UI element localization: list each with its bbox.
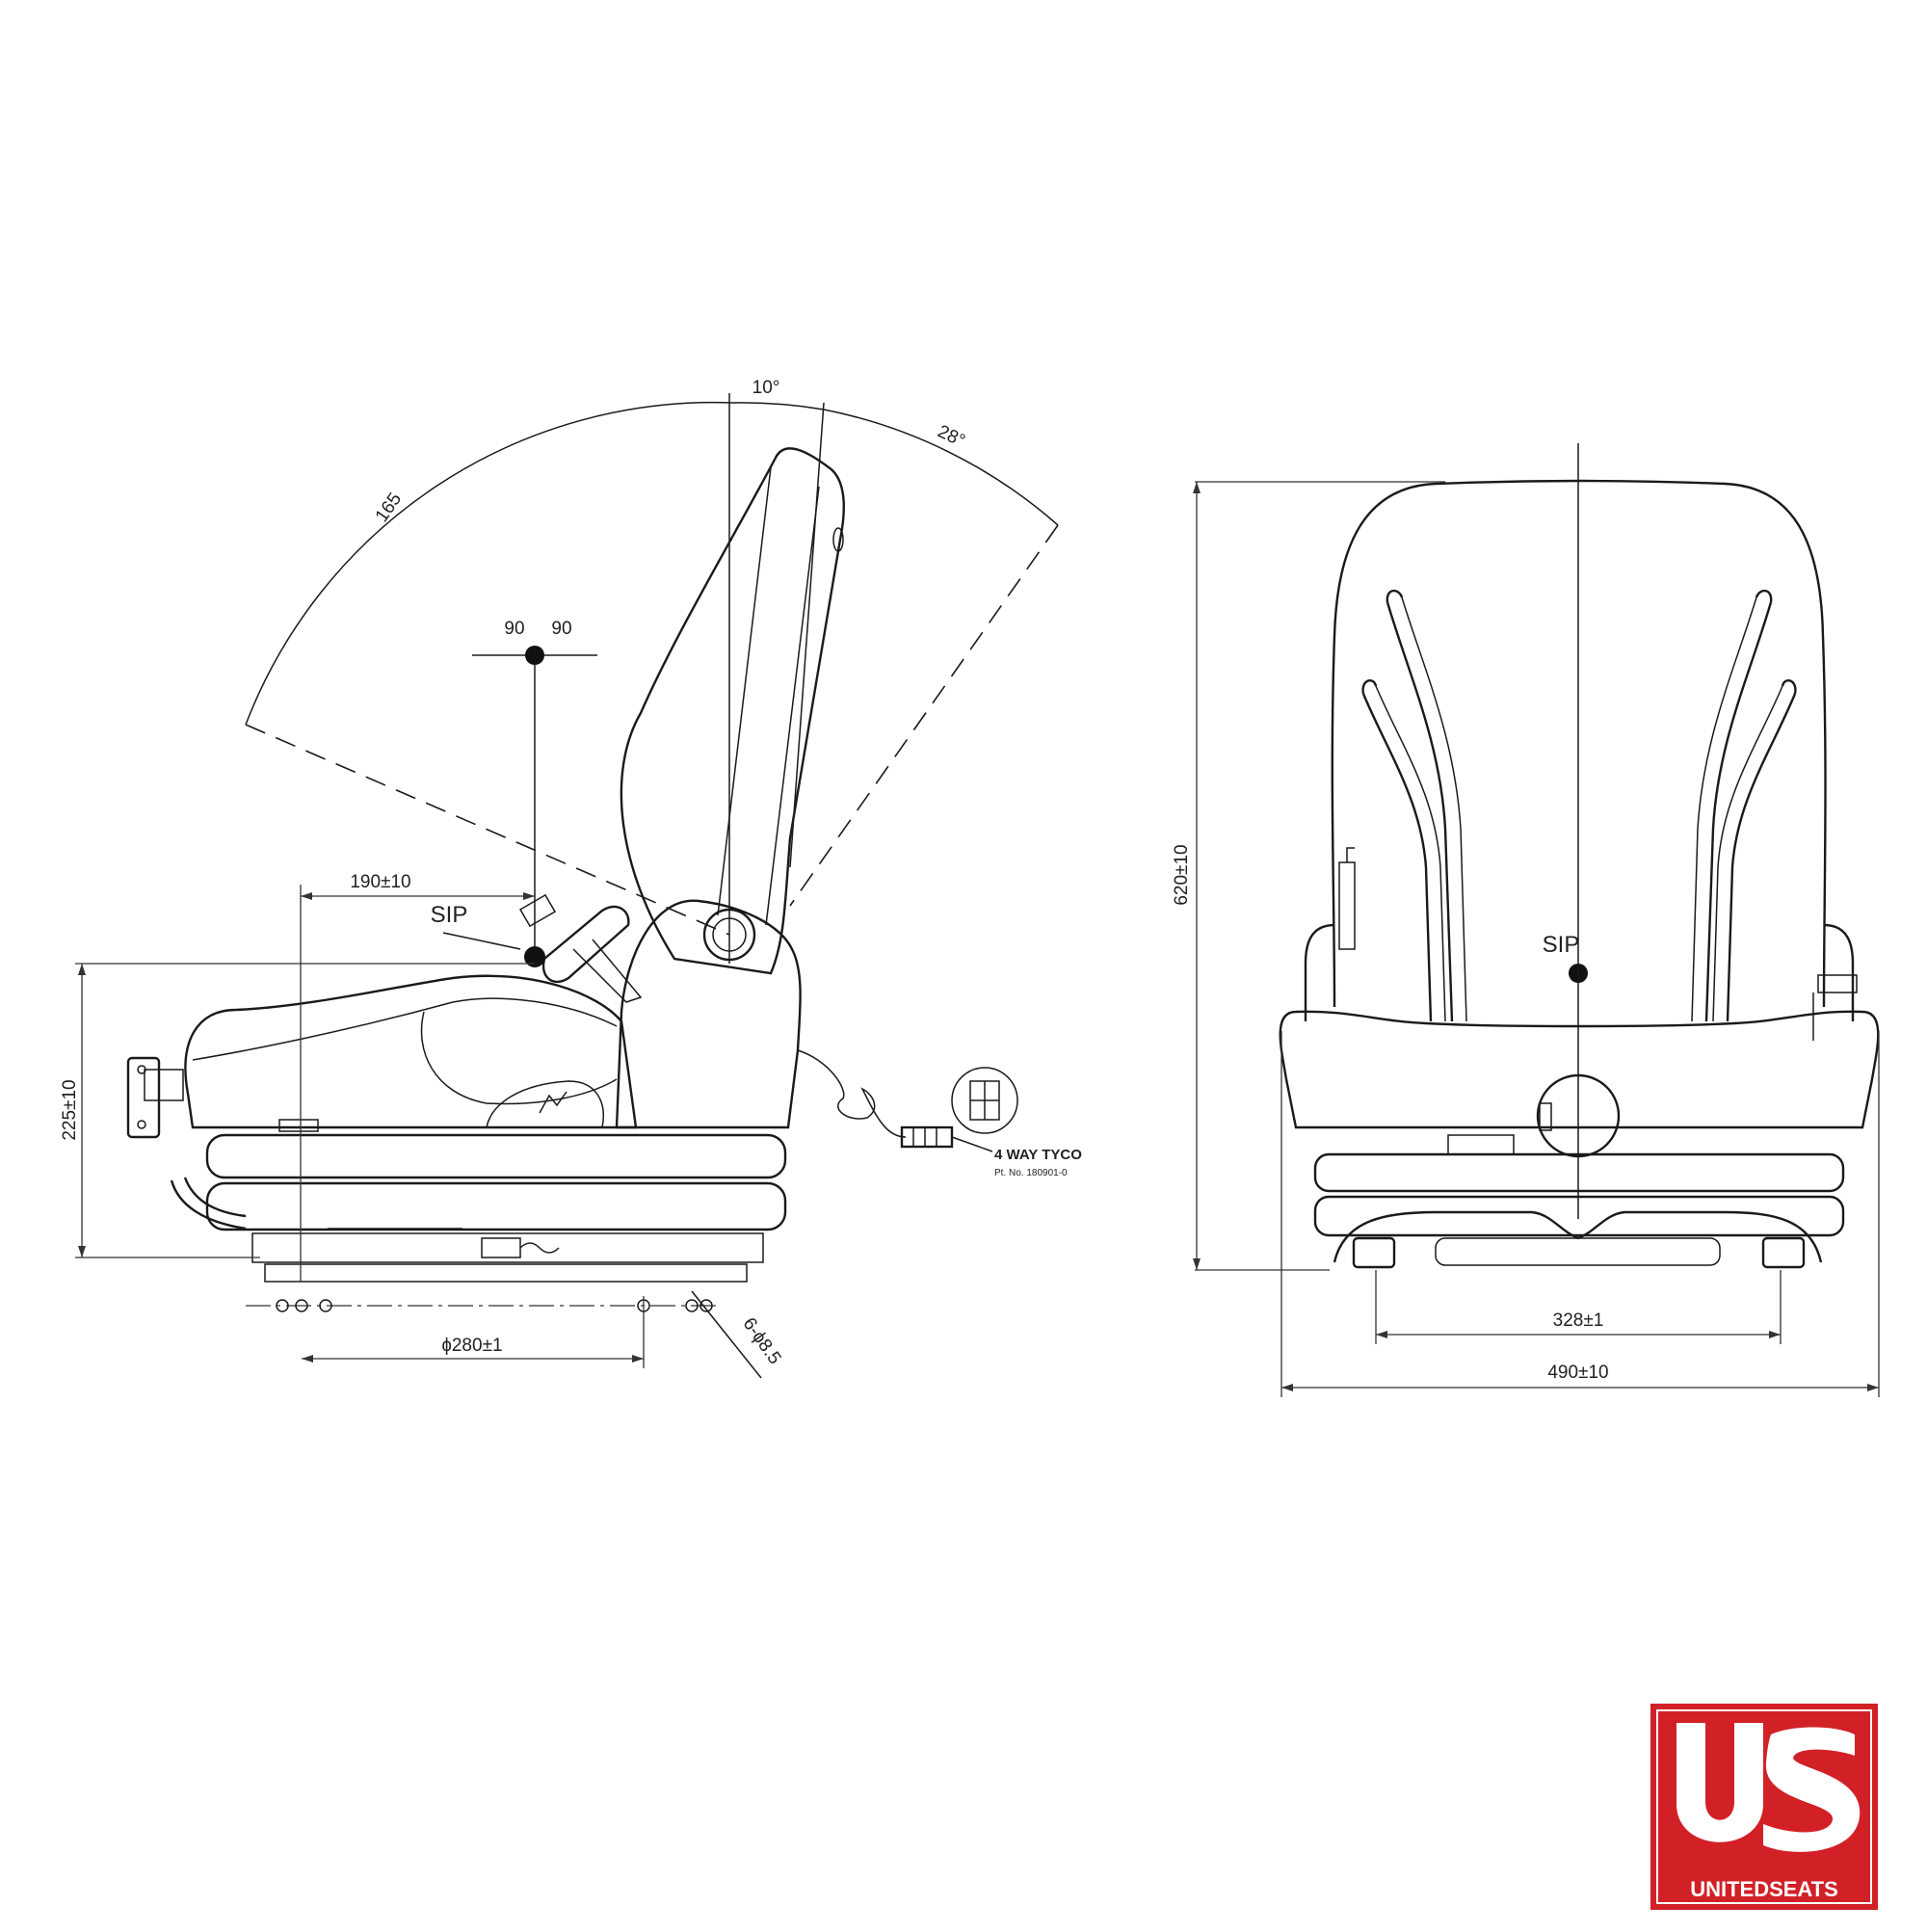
angle-165-label: 165 [372, 490, 406, 526]
front-width-label: 490±10 [1547, 1363, 1608, 1383]
wire-harness: 4 WAY TYCO Pt. No. 180901-0 [797, 1049, 1082, 1178]
height-label: 225±10 [60, 1079, 80, 1140]
sip-left-label: 90 [504, 619, 524, 639]
seat-offset-label: 190±10 [350, 872, 410, 892]
front-suspension [1313, 1152, 1845, 1269]
side-dimensions: 190±10 SIP 225±10 ɸ280±1 6-ɸ8 [60, 872, 785, 1379]
side-sip-label: SIP [431, 902, 468, 928]
connector-label: 4 WAY TYCO [994, 1147, 1082, 1163]
sip-target-icon [525, 646, 544, 665]
right-rail-clamp [1761, 1236, 1806, 1269]
sip-point-icon [524, 946, 545, 967]
front-backrest [1331, 479, 1827, 1022]
seat-adjust-icon [539, 1091, 568, 1114]
side-view: 10° 28° 165 90 90 [60, 378, 1082, 1379]
front-sip-label: SIP [1543, 932, 1580, 958]
side-suspension [170, 1119, 787, 1283]
front-view: SIP 620±10 328±1 [1172, 443, 1880, 1397]
sip-adjustment: 90 90 [472, 619, 597, 964]
side-cushion [184, 974, 638, 1129]
connector-detail-icon [951, 1067, 1018, 1134]
front-height-label: 620±10 [1172, 844, 1192, 905]
rail-spacing-label: 328±1 [1553, 1310, 1604, 1331]
front-cushion [1279, 1010, 1880, 1158]
side-hinge [615, 899, 802, 1129]
front-side-brackets [1304, 847, 1858, 1041]
left-rail-clamp [1352, 1236, 1396, 1269]
hole-spacing-label: ɸ280±1 [441, 1336, 502, 1356]
seat-belt [518, 893, 643, 1003]
hole-spec-label: 6-ɸ8.5 [738, 1314, 784, 1368]
angle-10-label: 10° [752, 378, 780, 398]
side-backrest [620, 447, 845, 975]
tyco-connector [900, 1125, 954, 1149]
logo-brand-text: UNITEDSEATS [1690, 1877, 1838, 1901]
unitedseats-logo: UNITEDSEATS [1650, 1704, 1878, 1910]
sip-right-label: 90 [551, 619, 571, 639]
front-dimensions: 620±10 328±1 490±10 [1172, 481, 1880, 1397]
recline-pivot [702, 908, 756, 962]
front-latch [126, 1056, 184, 1139]
connector-part-number: Pt. No. 180901-0 [994, 1168, 1068, 1178]
